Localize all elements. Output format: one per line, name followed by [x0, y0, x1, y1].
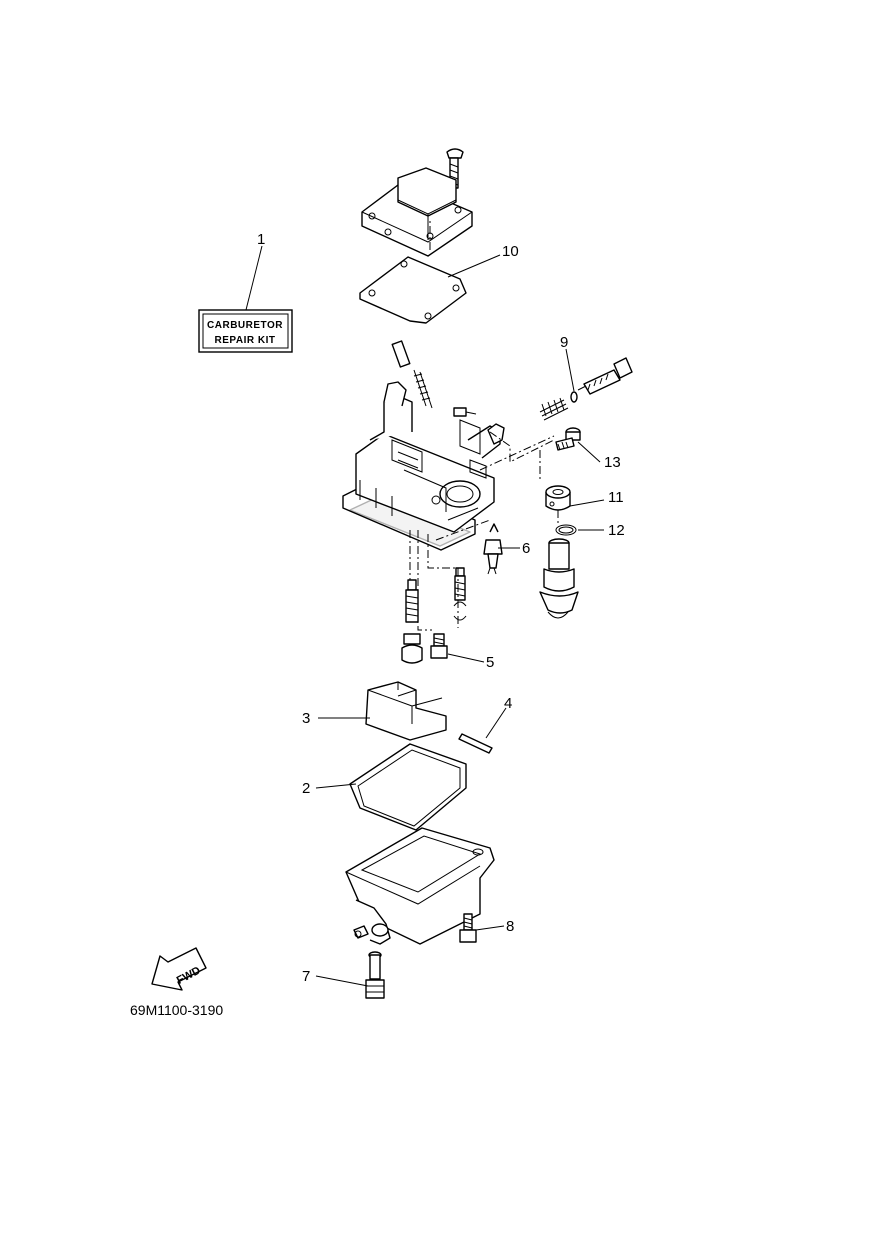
throttle-shaft [539, 538, 579, 619]
idle-adjust-screw [539, 357, 633, 421]
top-cover [361, 167, 473, 257]
callout-2: 2 [302, 780, 310, 797]
side-plug [453, 407, 477, 417]
callout-9: 9 [560, 334, 568, 351]
screw-13 [555, 427, 581, 451]
float-chamber [345, 827, 495, 945]
callout-numbers: 1 10 9 13 11 12 6 5 3 4 2 8 7 [257, 231, 625, 985]
float-chamber-gasket-2 [349, 743, 467, 831]
callout-leaders [245, 245, 605, 987]
repair-kit-box: CARBURETOR REPAIR KIT [198, 309, 293, 353]
pilot-screw-top [391, 340, 433, 409]
slow-jet-assembly [453, 567, 467, 621]
callout-1: 1 [257, 231, 265, 248]
drain-screw-7 [365, 951, 385, 999]
screw-8 [459, 913, 477, 943]
top-cover-screw [446, 148, 464, 206]
fwd-arrow-icon: FWD [151, 947, 207, 991]
callout-3: 3 [302, 710, 310, 727]
callout-5: 5 [486, 654, 494, 671]
repair-kit-label-line2: REPAIR KIT [215, 335, 276, 346]
callout-7: 7 [302, 968, 310, 985]
repair-kit-label-line1: CARBURETOR [207, 320, 283, 331]
spacer-11 [545, 485, 571, 511]
callout-11: 11 [608, 489, 624, 506]
callout-10: 10 [502, 243, 519, 260]
float-3 [365, 681, 447, 741]
main-jet-assembly [401, 579, 423, 664]
assembly-guide-lines [409, 220, 559, 631]
o-ring-12 [555, 524, 577, 536]
needle-valve-6 [483, 523, 503, 575]
top-cover-gasket [359, 256, 467, 324]
callout-13: 13 [604, 454, 621, 471]
screw-5 [430, 633, 448, 659]
callout-4: 4 [504, 695, 512, 712]
carburetor-body [342, 381, 505, 551]
diagram-code: 69M1100-3190 [130, 1002, 223, 1018]
callout-6: 6 [522, 540, 530, 557]
callout-8: 8 [506, 918, 514, 935]
float-pin-4 [458, 733, 493, 754]
callout-12: 12 [608, 522, 625, 539]
